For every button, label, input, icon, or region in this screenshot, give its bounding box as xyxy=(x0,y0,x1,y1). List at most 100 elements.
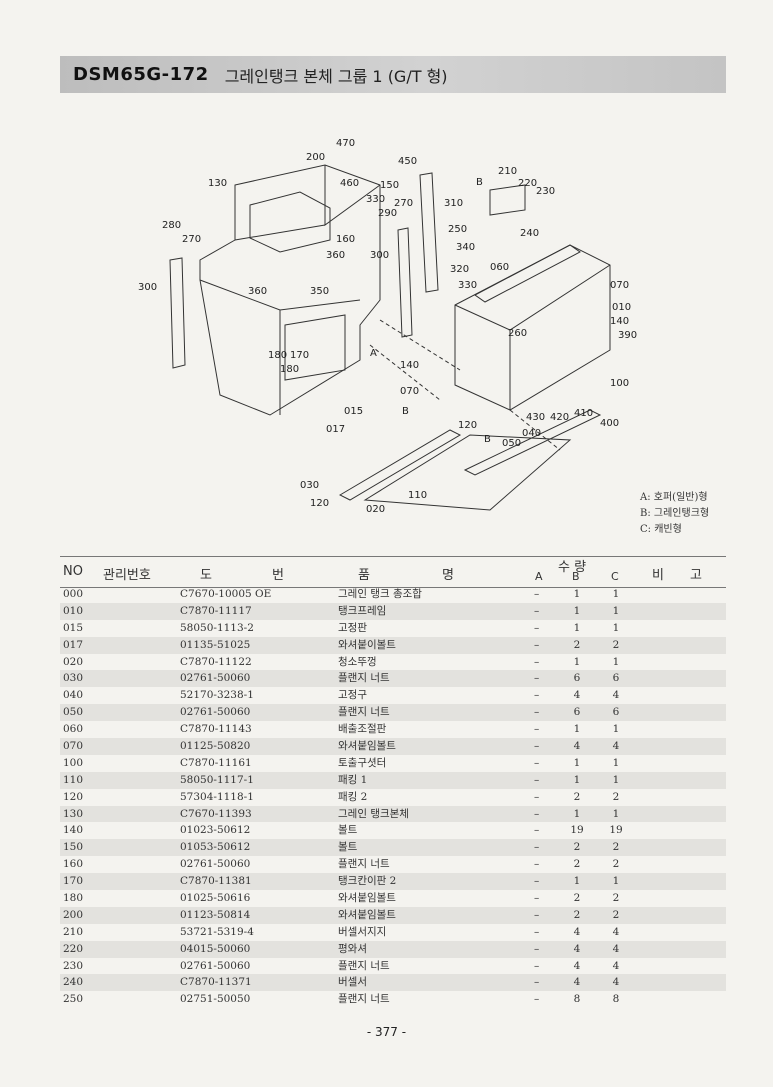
part-label: 030 xyxy=(300,480,319,491)
part-label: 350 xyxy=(310,286,329,297)
cell-b: 1 xyxy=(573,588,581,600)
cell-name: 플랜지 너트 xyxy=(338,672,390,685)
part-label: 360 xyxy=(326,250,345,261)
part-label: 420 xyxy=(550,412,569,423)
cell-name: 버셀서 xyxy=(338,976,367,989)
part-label: B xyxy=(484,434,491,445)
col-name-1: 품 xyxy=(358,568,370,583)
cell-name: 평와셔 xyxy=(338,942,367,955)
part-label: A xyxy=(370,348,377,359)
cell-b: 4 xyxy=(573,942,581,955)
cell-c: 2 xyxy=(612,858,620,871)
cell-dwg: 01135-51025 xyxy=(180,638,251,651)
cell-dwg: 02751-50050 xyxy=(180,993,251,1006)
part-label: B xyxy=(402,406,409,417)
cell-b: 2 xyxy=(573,892,581,905)
cell-c: 4 xyxy=(612,959,620,972)
part-label: 170 xyxy=(290,350,309,361)
col-no: NO xyxy=(63,564,83,579)
cell-a: – xyxy=(534,604,540,617)
cell-dwg: C7870-11371 xyxy=(180,976,252,989)
part-labels: 470 450 200 460 150 130 330 270 290 310 … xyxy=(138,138,637,515)
cell-name: 청소뚜껑 xyxy=(338,655,377,668)
cell-b: 6 xyxy=(573,672,581,685)
cell-c: 1 xyxy=(612,588,620,600)
cell-dwg: 01123-50814 xyxy=(180,908,251,921)
part-label: 230 xyxy=(536,186,555,197)
exploded-parts-diagram: 470 450 200 460 150 130 330 270 290 310 … xyxy=(130,130,650,520)
cell-a: – xyxy=(534,875,540,888)
cell-name: 고정구 xyxy=(338,689,367,702)
cell-no: 170 xyxy=(63,875,84,888)
part-label: 050 xyxy=(502,438,521,449)
cell-a: – xyxy=(534,740,540,753)
cell-dwg: 01125-50820 xyxy=(180,740,251,753)
cell-dwg: 01025-50616 xyxy=(180,892,251,905)
cell-a: – xyxy=(534,756,540,769)
cell-b: 4 xyxy=(573,689,581,702)
cell-name: 그레인 탱크 총조합 xyxy=(338,588,422,600)
cell-a: – xyxy=(534,689,540,702)
cell-name: 탱크프레임 xyxy=(338,604,387,617)
cell-dwg: 57304-1118-1 xyxy=(180,790,254,803)
cell-a: – xyxy=(534,638,540,651)
cell-c: 1 xyxy=(612,807,620,820)
cell-dwg: 02761-50060 xyxy=(180,706,251,719)
part-label: 250 xyxy=(448,224,467,235)
cell-b: 1 xyxy=(573,875,581,888)
part-label: 010 xyxy=(612,302,631,313)
cell-c: 4 xyxy=(612,689,620,702)
cell-no: 210 xyxy=(63,925,84,938)
cell-no: 230 xyxy=(63,959,84,972)
cell-no: 100 xyxy=(63,756,84,769)
cell-a: – xyxy=(534,655,540,668)
legend: A: 호퍼(일반)형 B: 그레인탱크형 C: 캐빈형 xyxy=(640,490,709,538)
cell-a: – xyxy=(534,824,540,837)
cell-a: – xyxy=(534,621,540,634)
diagram-svg: 470 450 200 460 150 130 330 270 290 310 … xyxy=(138,138,637,515)
part-label: 280 xyxy=(162,220,181,231)
part-label: 270 xyxy=(182,234,201,245)
part-label: 100 xyxy=(610,378,629,389)
part-label: 040 xyxy=(522,428,541,439)
cell-b: 1 xyxy=(573,773,581,786)
part-label: 450 xyxy=(398,156,417,167)
cell-name: 탱크칸이판 2 xyxy=(338,875,397,888)
cell-no: 030 xyxy=(63,672,84,685)
cell-no: 000 xyxy=(63,588,84,600)
cell-name: 패킹 2 xyxy=(338,790,368,803)
cell-b: 2 xyxy=(573,908,581,921)
part-label: 330 xyxy=(366,194,385,205)
cell-dwg: 01053-50612 xyxy=(180,841,251,854)
cell-b: 4 xyxy=(573,740,581,753)
cell-no: 040 xyxy=(63,689,84,702)
cell-a: – xyxy=(534,976,540,989)
cell-b: 1 xyxy=(573,655,581,668)
cell-a: – xyxy=(534,807,540,820)
legend-item-a: A: 호퍼(일반)형 xyxy=(640,492,708,503)
cell-dwg: C7870-11122 xyxy=(180,655,252,668)
legend-item-b: B: 그레인탱크형 xyxy=(640,508,710,519)
col-drawing-2: 번 xyxy=(272,568,284,583)
cell-b: 4 xyxy=(573,925,581,938)
cell-a: – xyxy=(534,706,540,719)
cell-c: 4 xyxy=(612,740,620,753)
col-c: C xyxy=(611,570,619,583)
cell-a: – xyxy=(534,672,540,685)
part-label: 150 xyxy=(380,180,399,191)
part-label: 300 xyxy=(138,282,157,293)
col-b: B xyxy=(572,570,580,583)
cell-name: 볼트 xyxy=(338,841,358,854)
part-label: 110 xyxy=(408,490,427,501)
